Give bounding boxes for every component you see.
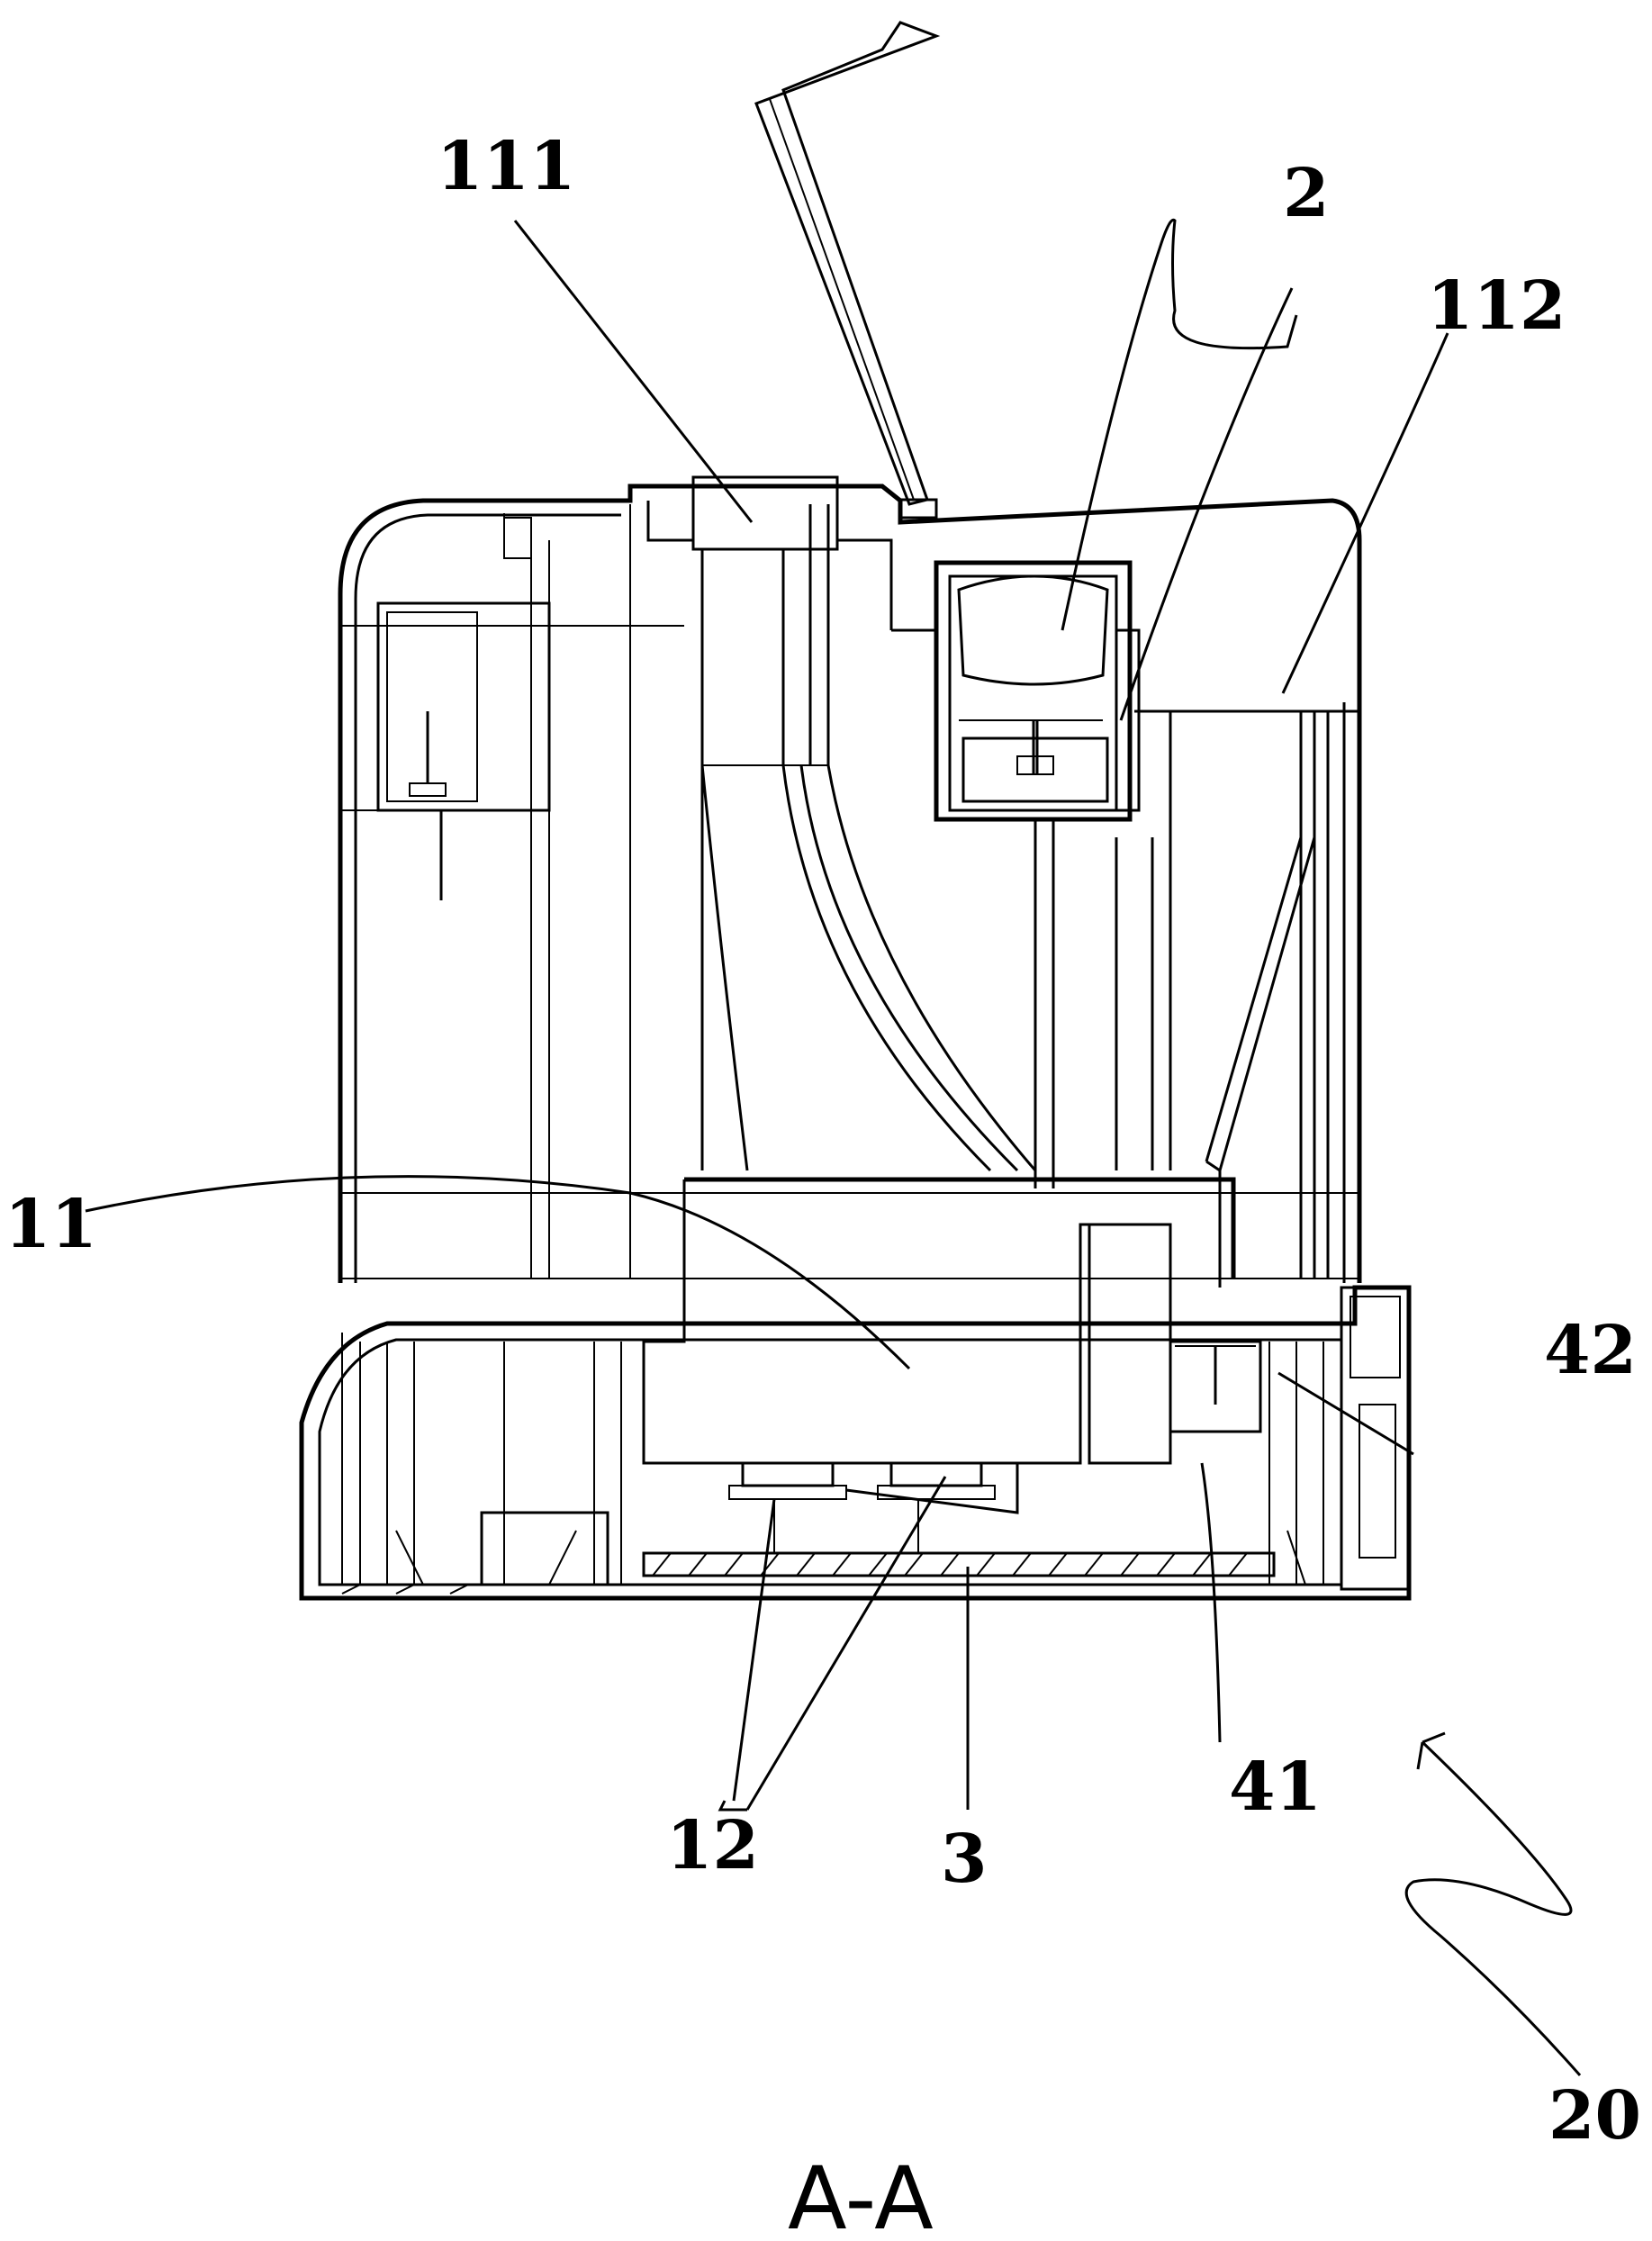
label-112: 112 [1427, 267, 1566, 345]
bottom-plate-3 [324, 1551, 1341, 1595]
section-title: A-A [788, 2148, 934, 2241]
label-3: 3 [941, 1821, 988, 1898]
label-20: 20 [1548, 2077, 1641, 2155]
tank-body-11 [642, 1177, 1262, 1465]
label-2: 2 [1283, 155, 1330, 232]
upper-housing [338, 483, 1362, 1283]
lid-flap [754, 21, 941, 520]
left-component-box [376, 513, 551, 900]
label-11: 11 [5, 1186, 97, 1263]
label-12: 12 [666, 1807, 759, 1884]
section-arrow-20 [1404, 1731, 1582, 2076]
label-111: 111 [437, 128, 575, 205]
fan-component [934, 560, 1141, 1188]
components-12 [728, 1461, 1019, 1553]
lower-base [299, 1285, 1412, 1601]
label-42: 42 [1544, 1312, 1637, 1389]
leader-lines [85, 218, 1449, 1812]
duct-111 [646, 475, 1037, 1172]
label-41: 41 [1229, 1749, 1322, 1826]
chamber-112 [1115, 709, 1359, 1288]
